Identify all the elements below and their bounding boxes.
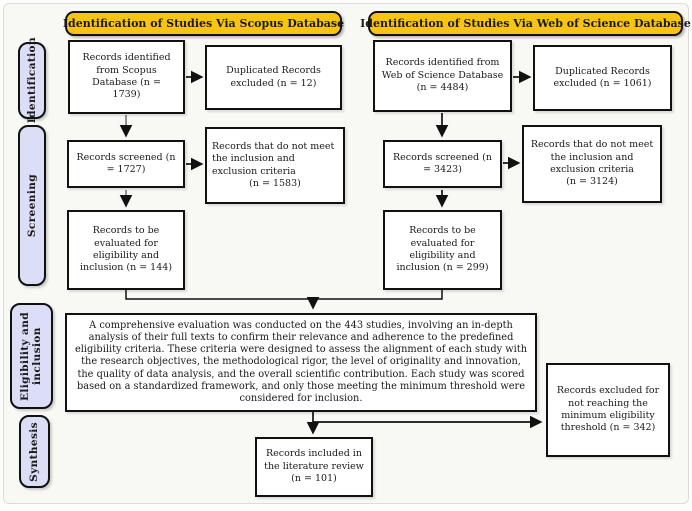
box-records-included-review: Records included in the literature revie… xyxy=(255,437,373,497)
stage-eligibility-and-inclusion: Eligibility and inclusion xyxy=(10,303,53,409)
box-scopus-duplicates-excluded: Duplicated Records excluded (n = 12) xyxy=(205,45,342,110)
box-wos-criteria-excluded: Records that do not meet the inclusion a… xyxy=(522,125,662,203)
wos-screened-text: Records screened (n = 3423) xyxy=(393,151,492,175)
wos-criteria-excluded-count: (n = 3124) xyxy=(566,176,618,188)
box-wos-duplicates-excluded: Duplicated Records excluded (n = 1061) xyxy=(533,45,672,111)
elbow-merge-evaluated xyxy=(125,290,443,300)
box-comprehensive-evaluation: A comprehensive evaluation was conducted… xyxy=(65,313,537,412)
scopus-criteria-excluded-text: Records that do not meet the inclusion a… xyxy=(212,140,335,177)
stage-identification-label: Identification xyxy=(25,37,38,124)
records-excluded-threshold-text: Records excluded for not reaching the mi… xyxy=(556,385,660,434)
scopus-screened-text: Records screened (n = 1727) xyxy=(76,151,176,175)
box-wos-records-evaluated: Records to be evaluated for eligibility … xyxy=(383,210,502,290)
stage-synthesis-label: Synthesis xyxy=(28,421,41,482)
header-wos-label: Identification of Studies Via Web of Sci… xyxy=(360,17,691,30)
wos-duplicates-text: Duplicated Records excluded (n = 1061) xyxy=(553,65,652,89)
box-wos-records-screened: Records screened (n = 3423) xyxy=(383,140,502,188)
box-scopus-records-evaluated: Records to be evaluated for eligibility … xyxy=(67,210,185,290)
scopus-evaluated-text: Records to be evaluated for eligibility … xyxy=(79,225,173,274)
box-scopus-records-identified: Records identified from Scopus Database … xyxy=(68,40,185,114)
box-scopus-criteria-excluded: Records that do not meet the inclusion a… xyxy=(205,127,345,204)
comprehensive-evaluation-text: A comprehensive evaluation was conducted… xyxy=(74,320,528,404)
stage-identification: Identification xyxy=(18,37,46,124)
scopus-records-identified-text: Records identified from Scopus Database … xyxy=(82,52,171,101)
stage-eligibility-label: Eligibility and inclusion xyxy=(19,311,44,401)
stage-screening: Screening xyxy=(18,125,46,286)
records-included-review-text: Records included in the literature revie… xyxy=(264,448,364,485)
stage-synthesis: Synthesis xyxy=(19,415,50,488)
header-scopus-label: Identification of Studies Via Scopus Dat… xyxy=(62,17,345,30)
scopus-criteria-excluded-count: (n = 1583) xyxy=(249,177,301,189)
box-records-excluded-threshold: Records excluded for not reaching the mi… xyxy=(546,363,670,457)
box-scopus-records-screened: Records screened (n = 1727) xyxy=(67,140,185,188)
scopus-duplicates-text: Duplicated Records excluded (n = 12) xyxy=(226,65,321,89)
wos-records-identified-text: Records identified from Web of Science D… xyxy=(381,57,504,94)
stage-screening-label: Screening xyxy=(25,173,38,238)
header-scopus-database: Identification of Studies Via Scopus Dat… xyxy=(62,11,345,36)
wos-evaluated-text: Records to be evaluated for eligibility … xyxy=(396,225,489,274)
wos-criteria-excluded-text: Records that do not meet the inclusion a… xyxy=(530,139,654,175)
header-web-of-science-database: Identification of Studies Via Web of Sci… xyxy=(360,11,691,36)
box-wos-records-identified: Records identified from Web of Science D… xyxy=(373,40,512,112)
